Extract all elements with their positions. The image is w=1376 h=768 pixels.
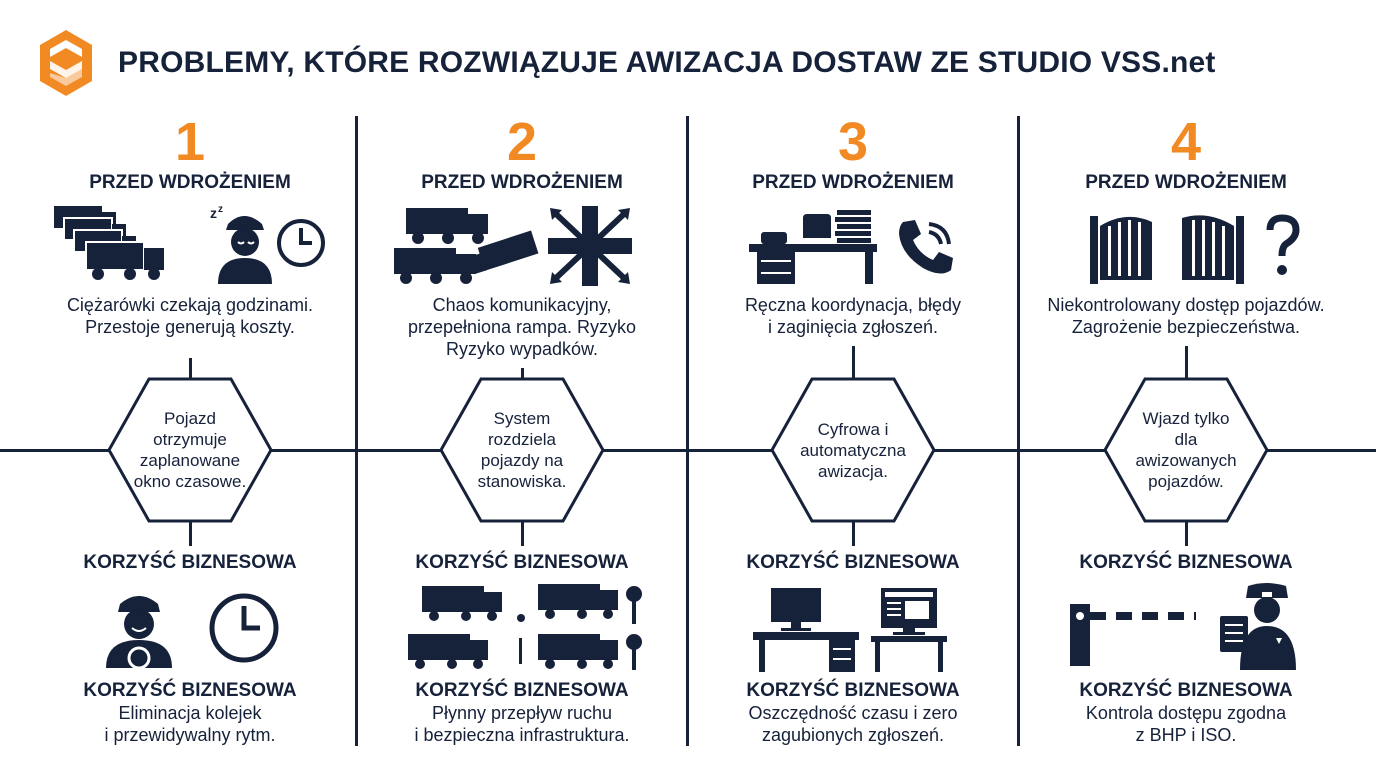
- before-heading: PRZED WDROŻENIEM: [89, 172, 291, 193]
- benefit-line: Kontrola dostępu zgodna: [1085, 703, 1287, 723]
- clock-icon: [209, 593, 279, 663]
- connector: [1185, 522, 1188, 546]
- benefit-line: Eliminacja kolejek: [118, 703, 262, 723]
- connector: [521, 368, 524, 386]
- benefit-line: zagubionych zgłoszeń.: [761, 725, 945, 745]
- connector: [1185, 346, 1188, 386]
- connector: [521, 522, 524, 546]
- svg-text:z: z: [210, 205, 217, 221]
- problem-line: Ciężarówki czekają godzinami.: [66, 295, 314, 315]
- solution-hexagon: Pojazd otrzymuje zaplanowane okno czasow…: [105, 375, 275, 525]
- solution-line: stanowiska.: [477, 472, 567, 491]
- problem-line: Przestoje generują koszty.: [85, 317, 295, 337]
- solution-line: Wjazd tylko: [1142, 409, 1230, 428]
- column-3: 3 PRZED WDROŻENIEM Ręczna koordynacja, b…: [693, 110, 1013, 760]
- truck-queue-icon: [54, 206, 164, 280]
- solution-line: pojazdów.: [1148, 472, 1224, 491]
- solution-line: otrzymuje: [153, 430, 227, 449]
- column-2: 2 PRZED WDROŻENIEM Chaos komunikacyjny,: [362, 110, 682, 760]
- problem-line: i zaginięcia zgłoszeń.: [767, 317, 939, 337]
- security-guard-icon: [1220, 583, 1296, 670]
- connector: [189, 358, 192, 382]
- crossed-arrows-icon: [548, 206, 632, 286]
- before-heading: PRZED WDROŻENIEM: [1085, 172, 1287, 193]
- solution-line: zaplanowane: [139, 451, 241, 470]
- benefit-heading: KORZYŚĆ BIZNESOWA: [415, 680, 629, 701]
- solution-line: Cyfrowa i: [817, 419, 889, 439]
- column-number: 2: [506, 112, 538, 172]
- before-heading: PRZED WDROŻENIEM: [421, 172, 623, 193]
- happy-driver-icon: [106, 596, 172, 668]
- problem-line: Zagrożenie bezpieczeństwa.: [1071, 317, 1301, 337]
- benefit-line: Oszczędność czasu i zero: [748, 703, 958, 723]
- connector: [852, 522, 855, 546]
- column-divider: [1017, 116, 1020, 746]
- solution-hexagon: System rozdziela pojazdy na stanowiska.: [437, 375, 607, 525]
- column-number: 1: [174, 112, 206, 172]
- connector: [852, 346, 855, 386]
- truck-bays-icon: [408, 584, 618, 669]
- benefit-heading: KORZYŚĆ BIZNESOWA: [83, 680, 297, 701]
- before-heading: PRZED WDROŻENIEM: [752, 172, 954, 193]
- timeline-line: [0, 449, 1376, 452]
- phone-icon: [899, 220, 953, 274]
- question-mark-icon: [1266, 214, 1300, 275]
- page-title: PROBLEMY, KTÓRE ROZWIĄZUJE AWIZACJA DOST…: [118, 46, 1216, 79]
- monitor-icon: [871, 588, 947, 672]
- solution-hexagon: Cyfrowa i automatyczna awizacja.: [768, 375, 938, 525]
- column-divider: [355, 116, 358, 746]
- solution-line: Pojazd: [164, 409, 216, 428]
- solution-line: automatyczna: [800, 440, 906, 460]
- solution-line: dla: [1174, 430, 1198, 449]
- problem-line: Niekontrolowany dostęp pojazdów.: [1047, 295, 1325, 315]
- solution-line: System: [493, 409, 551, 428]
- problem-line: Ryzyko wypadków.: [445, 339, 599, 359]
- problem-line: Ręczna koordynacja, błędy: [744, 295, 962, 315]
- header: PROBLEMY, KTÓRE ROZWIĄZUJE AWIZACJA DOST…: [0, 0, 1376, 110]
- column-4: 4 PRZED WDROŻENIEM Niekontrolowany dostę…: [1024, 110, 1348, 760]
- column-number: 3: [837, 112, 869, 172]
- paper-desk-icon: [749, 210, 877, 284]
- benefit-heading: KORZYŚĆ BIZNESOWA: [415, 552, 629, 573]
- connector: [189, 522, 192, 546]
- svg-text:z: z: [218, 204, 223, 215]
- open-gate-icon: [1090, 215, 1244, 284]
- solution-line: rozdziela: [487, 430, 557, 449]
- benefit-line: i przewidywalny rytm.: [104, 725, 276, 745]
- studio-logo-icon: [40, 30, 92, 96]
- traffic-light-icon: [626, 586, 642, 670]
- computer-desk-icon: [753, 588, 859, 672]
- solution-hexagon: Wjazd tylko dla awizowanych pojazdów.: [1101, 375, 1271, 525]
- solution-line: awizowanych: [1135, 451, 1237, 470]
- problem-line: Chaos komunikacyjny,: [432, 295, 612, 315]
- benefit-heading: KORZYŚĆ BIZNESOWA: [1079, 552, 1293, 573]
- benefit-line: z BHP i ISO.: [1135, 725, 1237, 745]
- solution-line: awizacja.: [818, 461, 888, 481]
- barrier-gate-icon: [1070, 604, 1196, 666]
- benefit-heading: KORZYŚĆ BIZNESOWA: [83, 552, 297, 573]
- benefit-line: i bezpieczna infrastruktura.: [414, 725, 630, 745]
- benefit-heading: KORZYŚĆ BIZNESOWA: [1079, 680, 1293, 701]
- clock-icon: [277, 219, 325, 267]
- sleeping-driver-icon: z z: [210, 204, 272, 284]
- truck-crash-icon: [394, 208, 539, 284]
- problem-line: przepełniona rampa. Ryzyko: [407, 317, 637, 337]
- column-number: 4: [1170, 112, 1202, 172]
- solution-line: okno czasowe.: [133, 472, 247, 491]
- column-1: 1 PRZED WDROŻENIEM z z: [30, 110, 350, 760]
- column-divider: [686, 116, 689, 746]
- benefit-heading: KORZYŚĆ BIZNESOWA: [746, 552, 960, 573]
- solution-line: pojazdy na: [480, 451, 564, 470]
- benefit-heading: KORZYŚĆ BIZNESOWA: [746, 680, 960, 701]
- benefit-line: Płynny przepływ ruchu: [431, 703, 613, 723]
